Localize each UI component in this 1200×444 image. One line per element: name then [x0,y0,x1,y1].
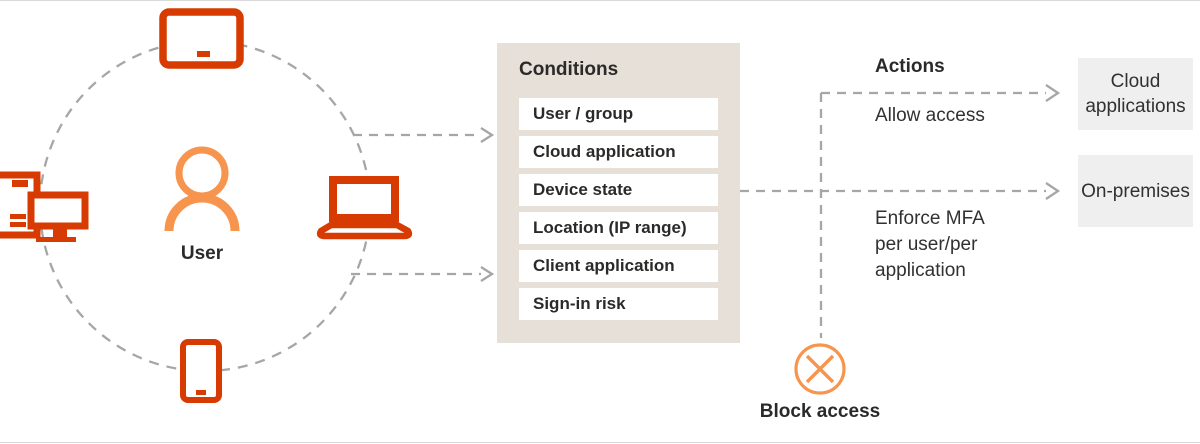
conditions-title: Conditions [519,59,619,80]
condition-row-location: Location (IP range) [519,212,718,244]
condition-row-user-group: User / group [519,98,718,130]
top-border [0,0,1200,1]
cloud-applications-box: Cloud applications [1078,58,1193,130]
cloud-applications-label: Cloud applications [1085,71,1186,117]
condition-row-device-state: Device state [519,174,718,206]
laptop-icon [316,176,413,240]
arrow-conditions-to-on-premises [740,182,1061,200]
on-premises-label: On-premises [1081,180,1190,202]
tablet-icon [159,8,244,69]
on-premises-box: On-premises [1078,155,1193,227]
arrow-circle-to-conditions-lower [351,266,495,282]
conditions-panel: Conditions User / group Cloud applicatio… [497,43,740,343]
actions-title: Actions [875,56,945,77]
arrow-circle-to-conditions-upper [353,127,495,143]
enforce-mfa-label: Enforce MFA per user/per application [875,208,984,281]
allow-access-label: Allow access [875,105,985,126]
condition-row-sign-in-risk: Sign-in risk [519,288,718,320]
condition-row-client-application: Client application [519,250,718,282]
block-access-icon [794,343,846,395]
arrow-branch-to-cloud-applications [821,84,1061,102]
user-icon [164,146,240,232]
desktop-pc-icon [0,171,89,242]
phone-icon [180,339,222,403]
user-label: User [180,243,224,264]
block-access-label: Block access [759,401,881,422]
bottom-border [0,442,1200,443]
condition-row-cloud-application: Cloud application [519,136,718,168]
conditions-rows: User / group Cloud application Device st… [519,98,718,320]
